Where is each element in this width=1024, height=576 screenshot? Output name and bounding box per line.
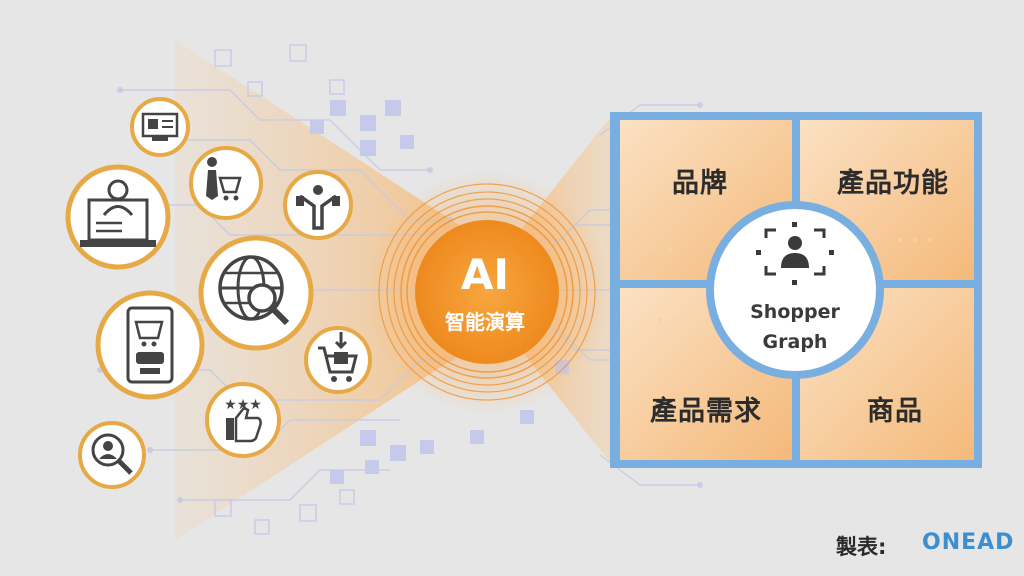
product-demand-label: 產品需求	[650, 395, 762, 427]
ai-title: AI	[460, 250, 510, 299]
product-features-label: 產品功能	[837, 167, 949, 199]
panel-dots	[638, 238, 932, 442]
web-search-globe-icon	[198, 235, 314, 351]
shopper-target-icon	[764, 228, 826, 276]
brand-label: 品牌	[672, 167, 728, 199]
person-shopping-bags-icon	[283, 170, 353, 240]
merchandise-label: 商品	[867, 395, 923, 427]
credit-label: 製表:	[836, 535, 887, 559]
star-rating-thumbs-up-icon: ★★★	[205, 382, 281, 458]
hub-circle	[706, 201, 884, 379]
ai-core	[415, 220, 559, 364]
mobile-shopping-app-icon	[95, 290, 205, 400]
hub-label-line1: Shopper	[750, 301, 840, 323]
storefront-laptop-icon	[130, 97, 190, 157]
brand-logo: ONEAD	[922, 530, 1015, 555]
left-icons: ★★★	[65, 97, 372, 489]
person-shopping-cart-icon	[189, 146, 263, 220]
ai-rings	[378, 183, 596, 401]
customer-service-laptop-icon	[65, 164, 171, 270]
ai-subtitle: 智能演算	[445, 310, 525, 334]
decorative-squares	[214, 44, 355, 535]
svg-text:★★★: ★★★	[224, 397, 262, 413]
hub-label-line2: Graph	[762, 331, 828, 353]
add-to-cart-icon	[304, 326, 372, 394]
search-user-icon	[78, 421, 146, 489]
